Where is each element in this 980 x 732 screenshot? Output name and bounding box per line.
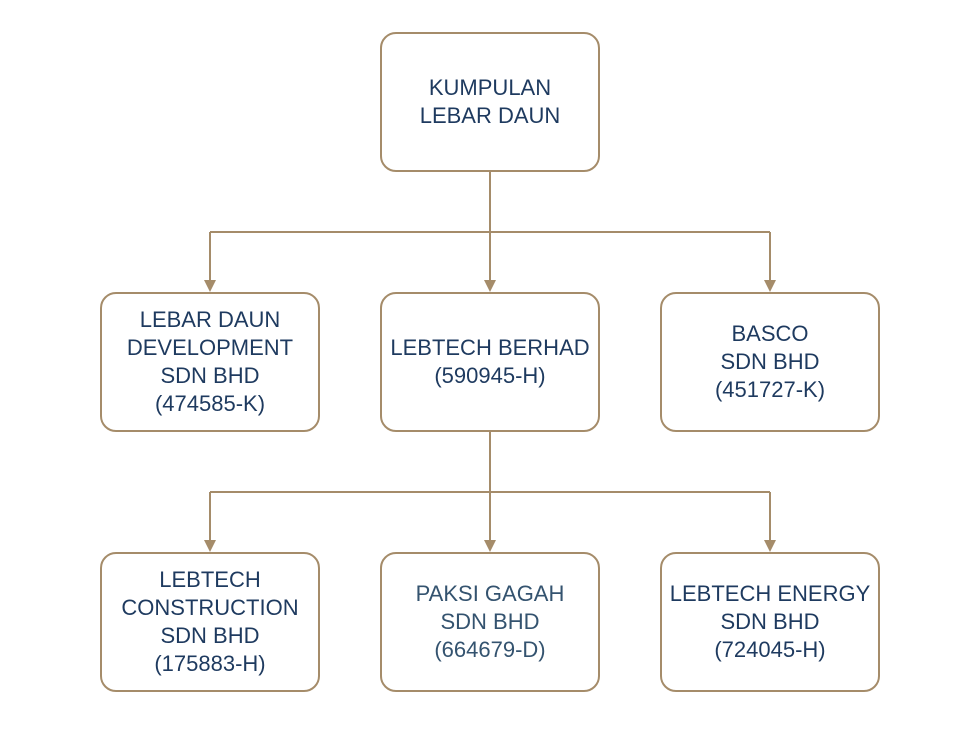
node-basco: BASCO SDN BHD (451727-K) bbox=[660, 292, 880, 432]
node-lebtech-construction: LEBTECH CONSTRUCTION SDN BHD (175883-H) bbox=[100, 552, 320, 692]
node-lebar-daun-development: LEBAR DAUN DEVELOPMENT SDN BHD (474585-K… bbox=[100, 292, 320, 432]
node-label-line: LEBAR DAUN bbox=[139, 307, 281, 332]
node-label-line: KUMPULAN bbox=[428, 75, 552, 100]
node-label-line: (664679-D) bbox=[434, 637, 546, 662]
node-label-line: LEBTECH ENERGY bbox=[669, 581, 871, 606]
node-label-line: BASCO bbox=[731, 321, 809, 346]
node-label-line: LEBTECH bbox=[159, 567, 261, 592]
node-label-line: DEVELOPMENT bbox=[126, 335, 294, 360]
node-paksi-gagah: PAKSI GAGAH SDN BHD (664679-D) bbox=[380, 552, 600, 692]
node-label-line: SDN BHD bbox=[440, 609, 540, 634]
node-label-line: (175883-H) bbox=[154, 651, 266, 676]
node-label-line: (724045-H) bbox=[714, 637, 826, 662]
node-label-line: SDN BHD bbox=[720, 609, 820, 634]
node-label-line: SDN BHD bbox=[720, 349, 820, 374]
node-lebtech-energy: LEBTECH ENERGY SDN BHD (724045-H) bbox=[660, 552, 880, 692]
node-label-line: (451727-K) bbox=[714, 377, 826, 402]
node-label-line: LEBAR DAUN bbox=[419, 103, 561, 128]
node-lebtech-berhad: LEBTECH BERHAD (590945-H) bbox=[380, 292, 600, 432]
node-label-line: (590945-H) bbox=[434, 363, 546, 388]
node-label-line: CONSTRUCTION bbox=[121, 595, 299, 620]
node-kumpulan-lebar-daun: KUMPULAN LEBAR DAUN bbox=[380, 32, 600, 172]
node-label-line: SDN BHD bbox=[160, 623, 260, 648]
node-label-line: LEBTECH BERHAD bbox=[390, 335, 590, 360]
node-label-line: (474585-K) bbox=[154, 391, 266, 416]
node-label-line: PAKSI GAGAH bbox=[415, 581, 565, 606]
node-label-line: SDN BHD bbox=[160, 363, 260, 388]
